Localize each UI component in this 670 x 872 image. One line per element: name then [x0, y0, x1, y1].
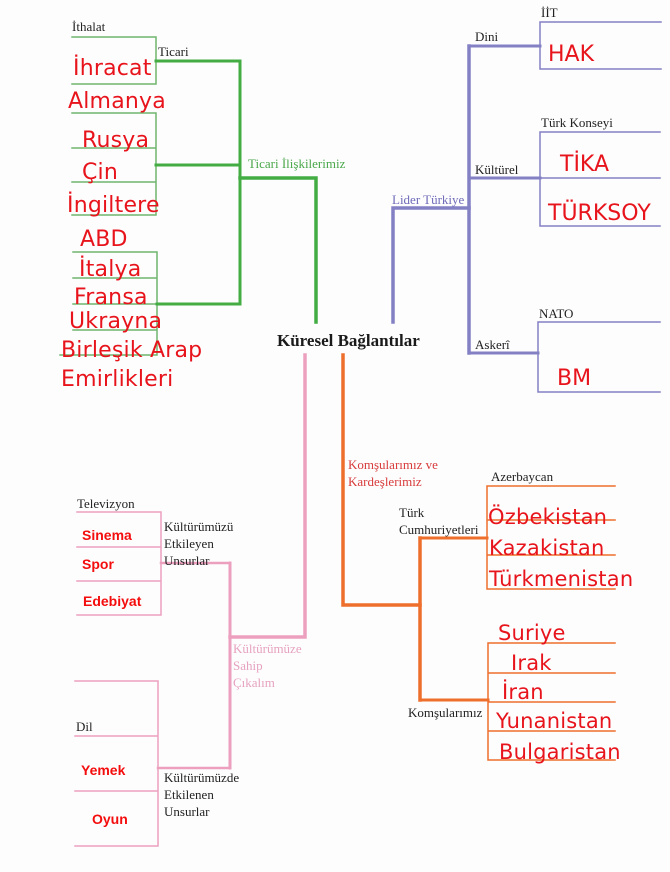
- country-answer: Birleşik Arap: [61, 338, 203, 363]
- trade-branch-label: Ticari İlişkilerimiz: [248, 156, 346, 171]
- trade-sub-label: Ticari: [158, 44, 189, 59]
- leader-group-label: Dini: [475, 29, 499, 44]
- turkic-printed-item: Azerbaycan: [491, 469, 554, 484]
- neighbors-branch-label-line2: Kardeşlerimiz: [348, 474, 422, 489]
- connector-line: [486, 485, 616, 590]
- turkic-group-label-line1: Türk: [399, 505, 425, 520]
- influenced-group-label-line2: Etkilenen: [164, 787, 214, 802]
- connector-line: [418, 536, 490, 702]
- influenced-group-label-line1: Kültürümüzde: [164, 770, 240, 785]
- influencing-group-label-line3: Unsurlar: [164, 553, 210, 568]
- country-answer: İtalya: [79, 257, 142, 282]
- influenced-answer: Yemek: [81, 762, 126, 778]
- connector-line: [155, 59, 242, 306]
- connector-line: [487, 642, 616, 761]
- leader-branch-label: Lider Türkiye: [392, 192, 465, 207]
- country-answer: Emirlikleri: [61, 367, 174, 392]
- connector-line: [341, 353, 422, 607]
- leader-group-label: Askerî: [475, 337, 510, 352]
- influenced-group-label-line3: Unsurlar: [164, 804, 210, 819]
- neighbors-group-label: Komşularımız: [408, 705, 483, 720]
- influencing-group-label-line2: Etkileyen: [164, 536, 214, 551]
- country-answer: Almanya: [68, 89, 166, 114]
- trade-import-label: İthalat: [72, 19, 106, 34]
- connector-line: [74, 680, 159, 847]
- country-answer: İngiltere: [67, 193, 160, 218]
- connector-line: [59, 251, 158, 356]
- neighbors-branch-label-line1: Komşularımız ve: [348, 457, 438, 472]
- turkic-answer: Türkmenistan: [489, 567, 634, 591]
- leader-printed-item: İİT: [541, 5, 558, 20]
- influencing-answer: Spor: [82, 556, 114, 572]
- country-answer: ABD: [80, 227, 128, 252]
- influencing-group-label-line1: Kültürümüzü: [164, 519, 234, 534]
- connector-line: [156, 561, 232, 770]
- influencing-answer: Sinema: [82, 527, 132, 543]
- trade-export-answer: İhracat: [73, 56, 152, 81]
- neighbor-answer: Yunanistan: [496, 709, 613, 733]
- leader-answer: TÜRKSOY: [548, 201, 651, 226]
- influencing-printed-item: Televizyon: [77, 496, 135, 511]
- country-answer: Ukrayna: [69, 309, 163, 334]
- connector-line: [537, 321, 661, 393]
- connector-line: [391, 206, 471, 324]
- connector-line: [238, 176, 318, 324]
- neighbor-answer: Bulgaristan: [499, 740, 621, 764]
- influenced-printed-item: Dil: [76, 719, 93, 734]
- country-answer: Fransa: [74, 285, 148, 310]
- country-answer: Çin: [82, 160, 119, 185]
- culture-branch-label-line2: Sahip: [233, 658, 263, 673]
- leader-answer: TİKA: [560, 152, 610, 177]
- neighbor-answer: Suriye: [498, 621, 566, 645]
- connector-line: [228, 353, 307, 639]
- influenced-answer: Oyun: [92, 811, 128, 827]
- leader-printed-item: NATO: [539, 306, 574, 321]
- connector-line: [539, 21, 662, 70]
- turkic-answer: Kazakistan: [489, 536, 605, 560]
- culture-branch-label-line3: Çıkalım: [233, 675, 275, 690]
- country-answer: Rusya: [82, 128, 150, 153]
- leader-printed-item: Türk Konseyi: [541, 115, 613, 130]
- neighbor-answer: Irak: [511, 651, 552, 675]
- turkic-group-label-line2: Cumhuriyetleri: [399, 522, 479, 537]
- culture-branch-label-line1: Kültürümüze: [233, 641, 302, 656]
- connector-line: [467, 44, 542, 355]
- connector-line: [76, 511, 162, 616]
- neighbor-answer: İran: [502, 680, 544, 704]
- connector-line: [71, 112, 157, 216]
- root-title: Küresel Bağlantılar: [277, 331, 420, 350]
- influencing-answer: Edebiyat: [83, 593, 142, 609]
- leader-group-label: Kültürel: [475, 162, 519, 177]
- turkic-answer: Özbekistan: [488, 505, 608, 529]
- leader-answer: HAK: [548, 42, 595, 67]
- connector-line: [539, 131, 661, 227]
- leader-answer: BM: [557, 366, 592, 391]
